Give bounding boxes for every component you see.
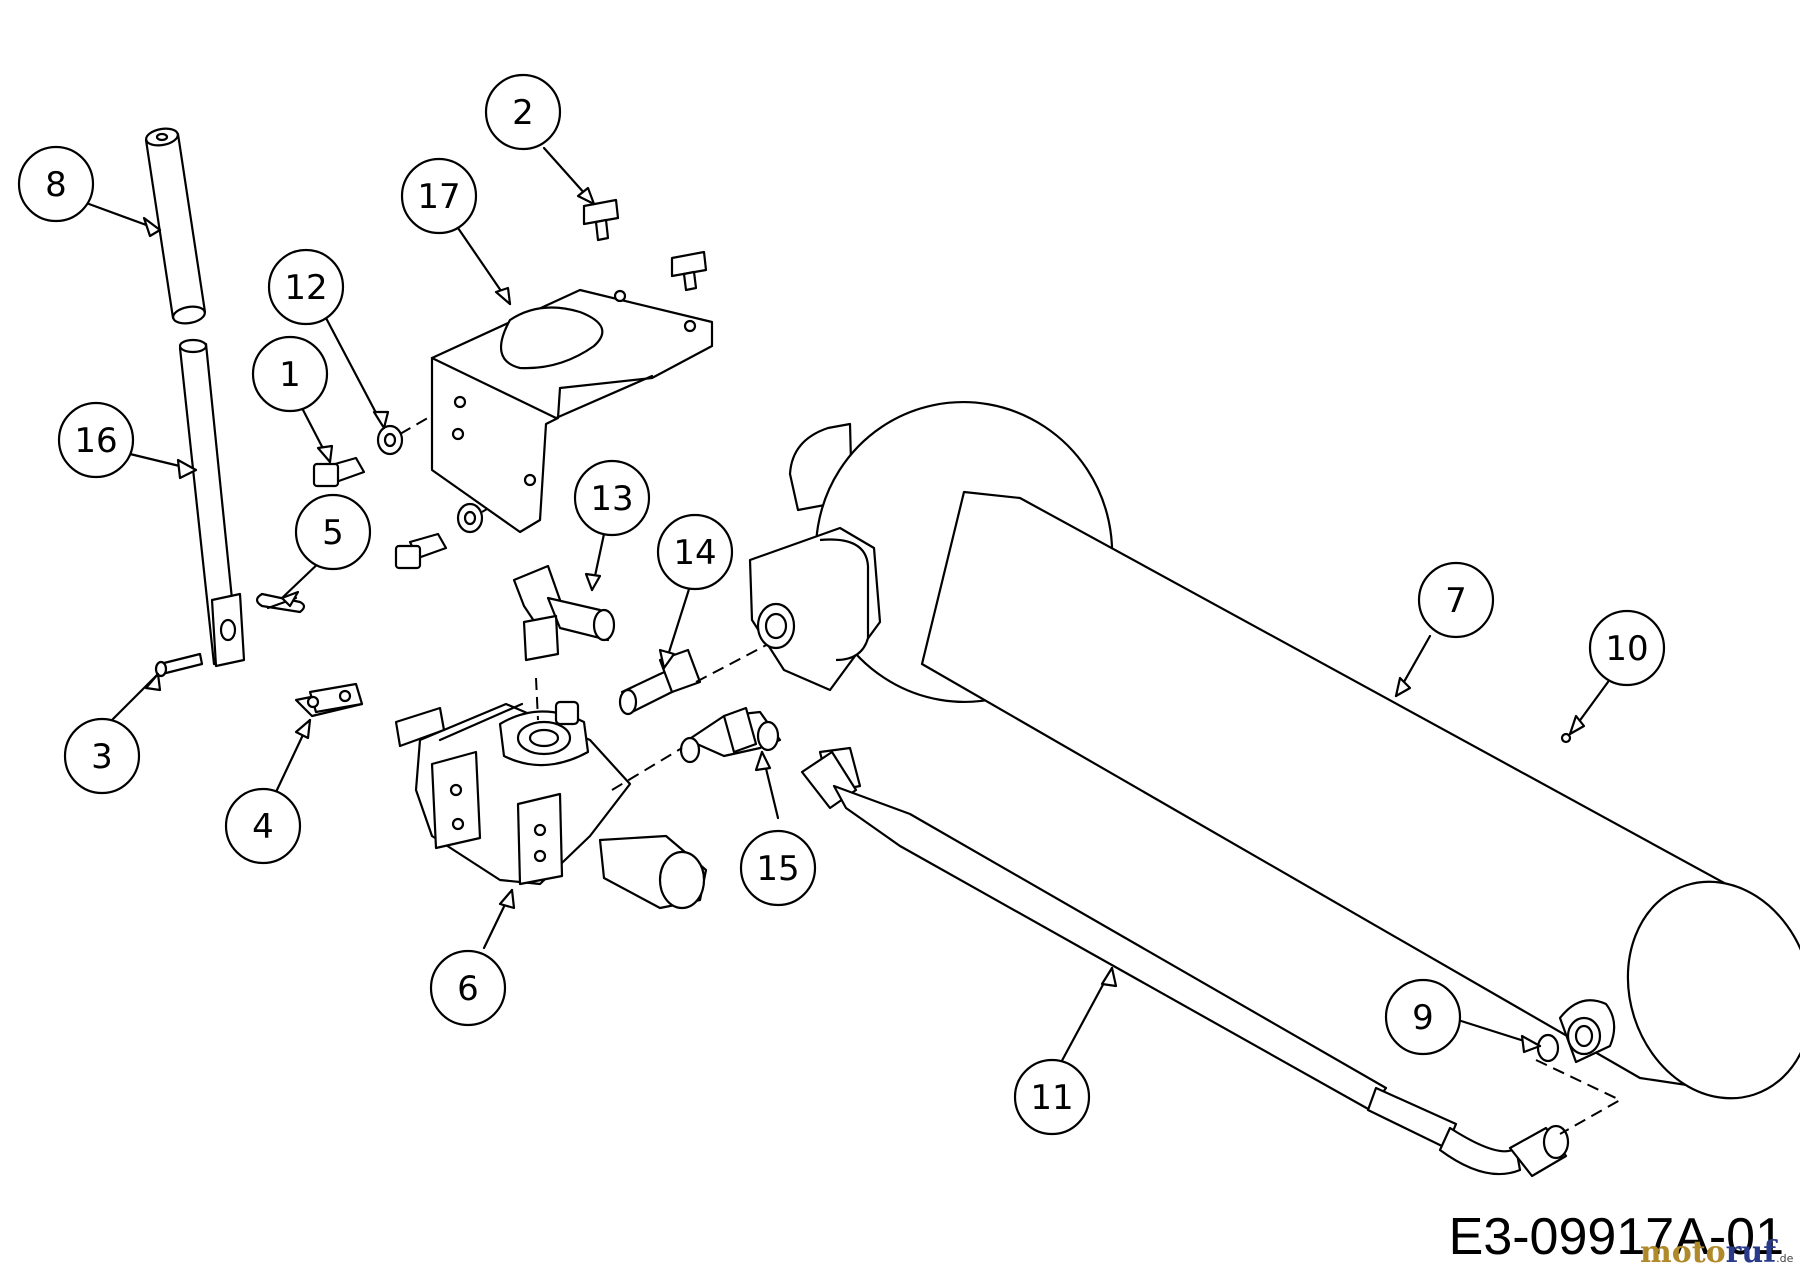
assembly-line-valve-elbow xyxy=(535,677,539,721)
part-6-control-valve xyxy=(394,700,708,910)
callout-16: 16 xyxy=(57,401,135,479)
part-7-hydraulic-cylinder xyxy=(748,400,1800,1100)
assembly-line-valve-fitting xyxy=(611,747,683,791)
callout-7: 7 xyxy=(1417,561,1495,639)
callout-13-label: 13 xyxy=(590,479,633,519)
part-4-connector-link xyxy=(294,682,364,718)
leader-12 xyxy=(324,316,386,430)
callout-8-label: 8 xyxy=(45,165,67,205)
part-2-flange-bolt xyxy=(582,198,620,242)
part-1-hex-bolt-lower xyxy=(394,532,448,570)
callout-15: 15 xyxy=(739,829,817,907)
part-16-handle-rod xyxy=(178,338,246,668)
assembly-line-washer-upper xyxy=(399,403,453,435)
callout-1: 1 xyxy=(251,335,329,413)
part-3-clevis-pin xyxy=(154,652,204,678)
callout-9-label: 9 xyxy=(1412,998,1434,1038)
callout-11-label: 11 xyxy=(1030,1078,1073,1118)
callout-10: 10 xyxy=(1588,609,1666,687)
callout-4: 4 xyxy=(224,787,302,865)
part-14-straight-fitting xyxy=(618,648,702,716)
part-17-mounting-bracket xyxy=(430,288,714,534)
callout-3: 3 xyxy=(63,717,141,795)
callout-13: 13 xyxy=(573,459,651,537)
part-2-flange-bolt-second xyxy=(670,250,708,292)
callout-5-label: 5 xyxy=(322,513,344,553)
assembly-line-hose-cylinder xyxy=(1535,1059,1623,1135)
watermark-logo: motoruf.de xyxy=(1640,1235,1794,1270)
part-13-elbow-fitting xyxy=(512,564,616,662)
callout-1-label: 1 xyxy=(279,355,301,395)
callout-9: 9 xyxy=(1384,978,1462,1056)
assembly-line-fitting-cylinder xyxy=(695,639,777,683)
callout-10-label: 10 xyxy=(1605,629,1648,669)
leader-arrowheads xyxy=(142,186,1586,1054)
callout-8: 8 xyxy=(17,145,95,223)
callout-2-label: 2 xyxy=(512,93,534,133)
callout-12: 12 xyxy=(267,248,345,326)
callout-16-label: 16 xyxy=(74,421,117,461)
watermark-suffix: .de xyxy=(1776,1252,1793,1265)
callout-2: 2 xyxy=(484,73,562,151)
callout-6-label: 6 xyxy=(457,969,479,1009)
callout-5: 5 xyxy=(294,493,372,571)
watermark-part-a: moto xyxy=(1640,1235,1726,1270)
part-15-elbow-90-fitting xyxy=(679,706,782,764)
watermark-part-b: ruf xyxy=(1726,1235,1779,1270)
callout-3-label: 3 xyxy=(91,737,113,777)
svg-text:motoruf.de: motoruf.de xyxy=(1640,1235,1794,1270)
callout-14-label: 14 xyxy=(673,533,716,573)
callout-17-label: 17 xyxy=(417,177,460,217)
part-10-plug xyxy=(1560,732,1572,744)
callout-4-label: 4 xyxy=(252,807,274,847)
callout-11: 11 xyxy=(1013,1058,1091,1136)
part-12-lock-washer-upper xyxy=(376,424,404,456)
callout-17: 17 xyxy=(400,157,478,235)
part-1-hex-bolt-upper xyxy=(312,456,366,488)
part-12-lock-washer-lower xyxy=(456,502,484,534)
part-5-hair-pin xyxy=(255,592,306,614)
part-9-o-ring xyxy=(1536,1033,1560,1063)
callout-7-label: 7 xyxy=(1445,581,1467,621)
callout-15-label: 15 xyxy=(756,849,799,889)
callout-12-label: 12 xyxy=(284,268,327,308)
part-8-handle-grip xyxy=(144,127,207,325)
part-11-hydraulic-hose xyxy=(800,746,1570,1178)
callout-6: 6 xyxy=(429,949,507,1027)
callout-14: 14 xyxy=(656,513,734,591)
diagram-code: E3-09917A-01 xyxy=(1449,1208,1784,1266)
